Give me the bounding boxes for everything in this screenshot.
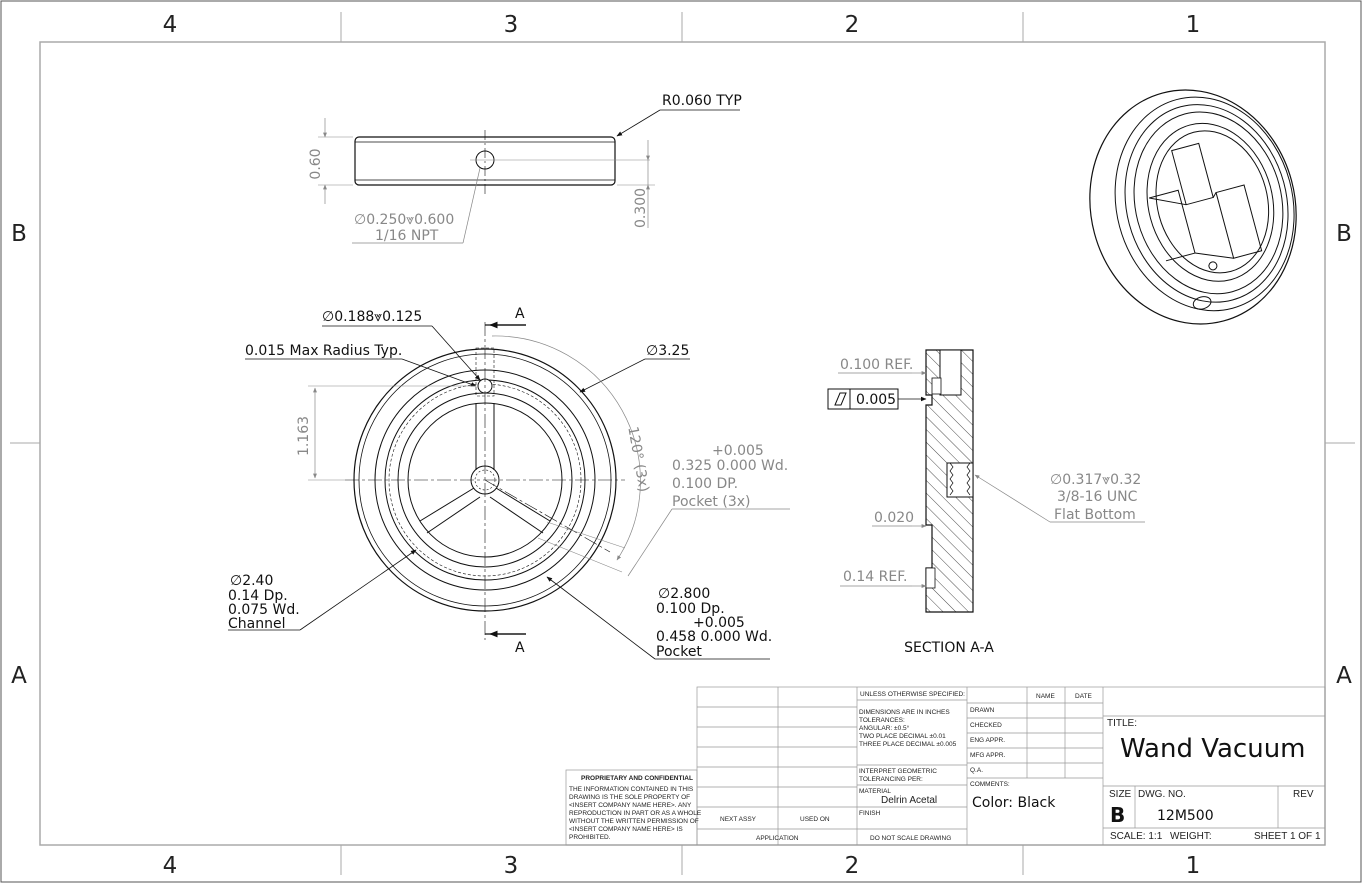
tb-weight: WEIGHT: bbox=[1170, 831, 1212, 842]
zone-labels: 4 3 2 1 4 3 2 1 B B A A bbox=[11, 12, 1352, 879]
zone-col-4-top: 4 bbox=[163, 12, 178, 38]
tb-prop6: <INSERT COMPANY NAME HERE> IS bbox=[569, 826, 683, 833]
tb-date-header: DATE bbox=[1075, 693, 1093, 700]
big-pocket-line4: Pocket bbox=[656, 644, 702, 660]
radius-note: 0.015 Max Radius Typ. bbox=[245, 343, 402, 359]
top-height-dim: 0.60 bbox=[308, 148, 324, 179]
tb-title-label: TITLE: bbox=[1107, 718, 1137, 729]
front-offset-dim: 1.163 bbox=[296, 416, 312, 456]
tb-application: APPLICATION bbox=[756, 835, 799, 842]
ref-bottom-dim: 0.14 REF. bbox=[843, 569, 907, 585]
tb-dwg-label: DWG. NO. bbox=[1138, 789, 1186, 800]
flatness-value: 0.005 bbox=[856, 392, 896, 408]
tb-drawn: DRAWN bbox=[970, 707, 995, 714]
channel-line3: 0.075 Wd. bbox=[228, 602, 300, 618]
tb-prop7: PROHIBITED. bbox=[569, 834, 611, 841]
top-offset-dim: 0.300 bbox=[633, 188, 649, 228]
tb-do-not-scale: DO NOT SCALE DRAWING bbox=[870, 835, 951, 842]
tb-dims4: TWO PLACE DECIMAL ±0.01 bbox=[859, 733, 946, 740]
big-pocket-line2: 0.100 Dp. bbox=[656, 601, 725, 617]
top-view: 0.60 0.300 R0.060 TYP ∅0.250⩔0.600 1/16 … bbox=[308, 93, 742, 244]
zone-row-b-right: B bbox=[1336, 221, 1352, 247]
tb-prop5: WITHOUT THE WRITTEN PERMISSION OF bbox=[569, 818, 699, 825]
tb-finish-label: FINISH bbox=[859, 810, 881, 817]
ref-top-dim: 0.100 REF. bbox=[840, 357, 913, 373]
tb-prop1: THE INFORMATION CONTAINED IN THIS bbox=[569, 786, 694, 793]
big-pocket-line1: ∅2.800 bbox=[658, 586, 710, 602]
zone-row-a-right: A bbox=[1336, 663, 1352, 689]
tb-comments: COMMENTS: bbox=[970, 781, 1010, 788]
zone-col-1-top: 1 bbox=[1186, 12, 1201, 38]
tb-mfg-appr: MFG APPR. bbox=[970, 752, 1006, 759]
tap-line3: Flat Bottom bbox=[1054, 507, 1136, 523]
zone-col-1-bottom: 1 bbox=[1186, 853, 1201, 879]
tb-eng-appr: ENG APPR. bbox=[970, 737, 1005, 744]
tb-size-label: SIZE bbox=[1109, 789, 1132, 800]
tb-dims5: THREE PLACE DECIMAL ±0.005 bbox=[859, 741, 957, 748]
section-mark-top: A bbox=[515, 306, 525, 322]
tap-line1: ∅0.317⩔0.32 bbox=[1050, 472, 1141, 488]
tb-interpret1: INTERPRET GEOMETRIC bbox=[859, 768, 937, 775]
big-pocket-line3: 0.458 0.000 Wd. bbox=[656, 629, 772, 645]
zone-col-3-bottom: 3 bbox=[504, 853, 519, 879]
tb-prop3: <INSERT COMPANY NAME HERE>. ANY bbox=[569, 802, 692, 809]
zone-col-4-bottom: 4 bbox=[163, 853, 178, 879]
tb-prop2: DRAWING IS THE SOLE PROPERTY OF bbox=[569, 794, 690, 801]
tb-dims2: TOLERANCES: bbox=[859, 717, 905, 724]
tb-used-on: USED ON bbox=[800, 816, 830, 823]
pocket-depth: 0.100 DP. bbox=[672, 476, 738, 492]
hole-note-line1: ∅0.250⩔0.600 bbox=[354, 212, 454, 228]
section-mark-bottom: A bbox=[515, 640, 525, 656]
tb-size-value: B bbox=[1110, 803, 1125, 827]
angle-dim: 120° (3x) bbox=[624, 425, 651, 493]
section-title: SECTION A-A bbox=[904, 640, 994, 656]
tap-line2: 3/8-16 UNC bbox=[1057, 489, 1138, 505]
tb-dwg-value: 12M500 bbox=[1157, 808, 1214, 824]
zone-row-b-left: B bbox=[11, 221, 27, 247]
channel-line1: ∅2.40 bbox=[230, 573, 273, 589]
zone-col-3-top: 3 bbox=[504, 12, 519, 38]
tb-sheet: SHEET 1 OF 1 bbox=[1254, 831, 1321, 842]
tb-prop4: REPRODUCTION IN PART OR AS A WHOLE bbox=[569, 810, 702, 817]
channel-line4: Channel bbox=[228, 616, 285, 632]
tb-comment-value: Color: Black bbox=[972, 795, 1056, 811]
channel-line2: 0.14 Dp. bbox=[228, 588, 288, 604]
hole-note-line2: 1/16 NPT bbox=[375, 228, 439, 244]
tb-next-assy: NEXT ASSY bbox=[720, 816, 757, 823]
tb-material-value: Delrin Acetal bbox=[881, 795, 937, 806]
tb-interpret2: TOLERANCING PER: bbox=[859, 776, 923, 783]
pocket-width: 0.325 0.000 Wd. bbox=[672, 458, 788, 474]
tb-dims3: ANGULAR: ±0.5° bbox=[859, 724, 910, 732]
isometric-view bbox=[1089, 89, 1297, 325]
zone-col-2-top: 2 bbox=[845, 12, 860, 38]
fillet-note: R0.060 TYP bbox=[662, 93, 742, 109]
tb-dims1: DIMENSIONS ARE IN INCHES bbox=[859, 709, 950, 716]
tb-name-header: NAME bbox=[1036, 693, 1055, 700]
pocket-label: Pocket (3x) bbox=[672, 494, 750, 510]
front-hole-callout: ∅0.188⩔0.125 bbox=[322, 309, 422, 325]
zone-col-2-bottom: 2 bbox=[845, 853, 860, 879]
tb-material-label: MATERIAL bbox=[859, 788, 891, 795]
tb-scale: SCALE: 1:1 bbox=[1110, 831, 1163, 842]
tb-prop-title: PROPRIETARY AND CONFIDENTIAL bbox=[581, 775, 693, 782]
tb-unless: UNLESS OTHERWISE SPECIFIED: bbox=[860, 691, 965, 698]
tb-rev-label: REV bbox=[1293, 789, 1314, 800]
section-view: 0.100 REF. 0.005 0.020 0.14 REF. ∅0.317⩔… bbox=[827, 349, 1145, 656]
outer-diameter-callout: ∅3.25 bbox=[646, 343, 689, 359]
big-pocket-tolerance: +0.005 bbox=[693, 615, 745, 631]
tb-title-value: Wand Vacuum bbox=[1120, 734, 1306, 764]
pocket-tolerance: +0.005 bbox=[712, 443, 764, 459]
title-block-text: UNLESS OTHERWISE SPECIFIED: NAME DATE DI… bbox=[569, 691, 1321, 842]
flatness-symbol-icon bbox=[834, 392, 847, 406]
thin-dim: 0.020 bbox=[874, 510, 914, 526]
zone-row-a-left: A bbox=[11, 663, 27, 689]
front-view: A A ∅0.188⩔0.125 0.015 Max Radius Typ. ∅… bbox=[228, 306, 790, 660]
title-block bbox=[565, 686, 1326, 846]
tb-qa: Q.A. bbox=[970, 767, 983, 774]
tb-checked: CHECKED bbox=[970, 722, 1002, 729]
